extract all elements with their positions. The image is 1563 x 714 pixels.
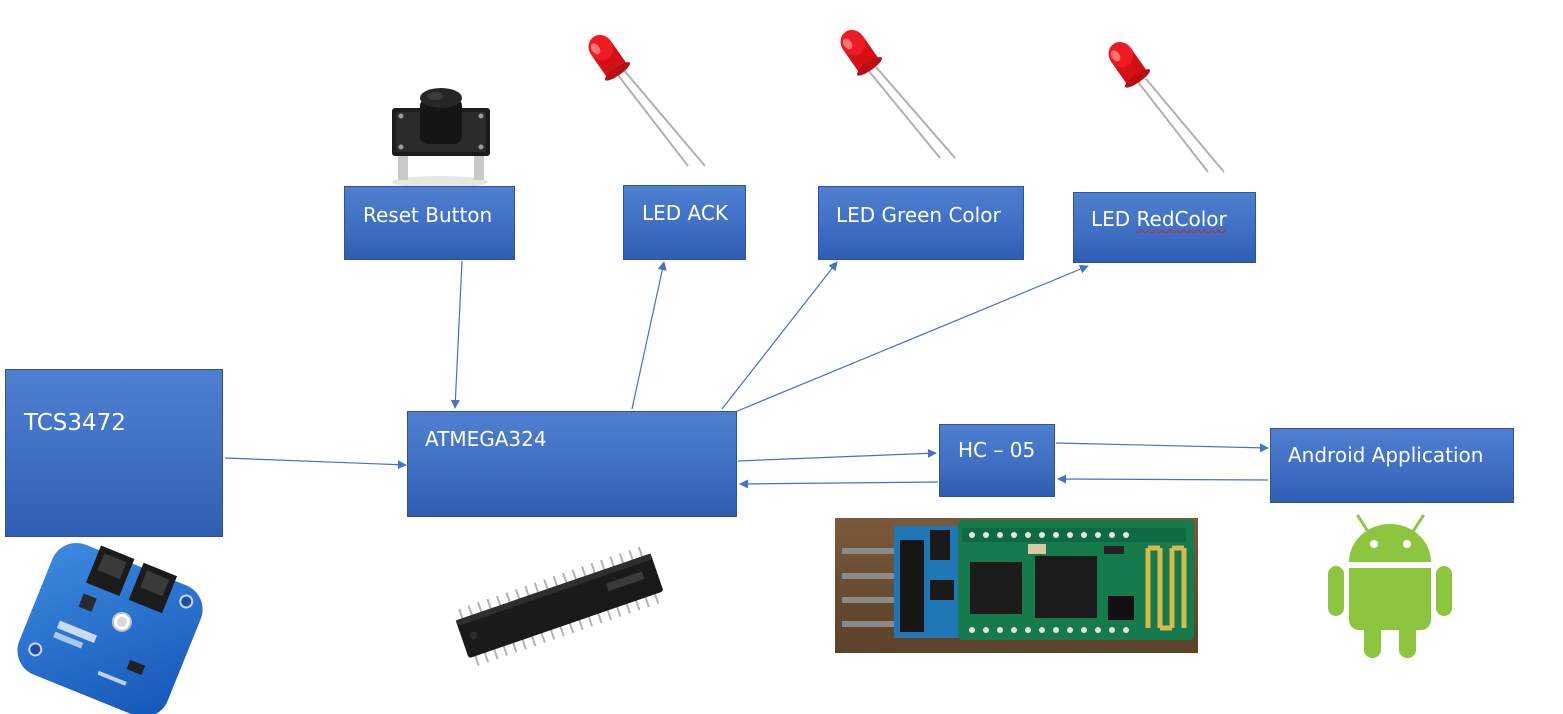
tcs3472-label: TCS3472	[24, 410, 126, 436]
arrow-android-to-hc05	[1057, 474, 1269, 484]
atmega324-label: ATMEGA324	[425, 427, 547, 451]
hc05-block: HC – 05	[939, 424, 1055, 497]
arrow-mcu-to-led-green	[721, 261, 838, 410]
tcs3472-block: TCS3472	[5, 369, 223, 537]
arrow-reset-to-mcu	[450, 260, 463, 409]
arrow-mcu-to-led-red	[734, 264, 1089, 413]
android-robot-icon	[1328, 514, 1452, 658]
led-green-block: LED Green Color	[818, 186, 1024, 260]
color-sensor-board-icon	[17, 542, 203, 714]
arrow-mcu-to-hc05	[737, 448, 937, 462]
arrow-mcu-to-led-ack	[631, 261, 667, 410]
arrow-hc05-to-mcu	[739, 479, 939, 489]
hc05-label: HC – 05	[958, 438, 1036, 462]
led-icon	[1108, 41, 1225, 173]
reset-button-block: Reset Button	[344, 186, 515, 260]
dip-chip-icon	[455, 546, 663, 666]
led-red-label: LED RedColor	[1091, 207, 1227, 231]
android-app-label: Android Application	[1288, 443, 1484, 467]
led-red-block: LED RedColor	[1073, 192, 1256, 263]
android-app-block: Android Application	[1270, 428, 1514, 503]
led-ack-block: LED ACK	[623, 185, 746, 260]
bluetooth-module-icon	[835, 518, 1198, 653]
reset-button-label: Reset Button	[363, 203, 493, 227]
led-red-label-prefix: LED	[1091, 207, 1137, 231]
led-ack-label: LED ACK	[642, 201, 728, 225]
led-icon	[840, 29, 956, 159]
atmega324-block: ATMEGA324	[407, 411, 737, 517]
led-green-label: LED Green Color	[836, 203, 1001, 227]
arrow-hc05-to-android	[1055, 442, 1269, 453]
arrow-tcs-to-mcu	[224, 457, 407, 470]
led-icon	[588, 34, 706, 167]
push-button-icon	[392, 88, 490, 188]
led-red-label-word: RedColor	[1136, 207, 1227, 231]
